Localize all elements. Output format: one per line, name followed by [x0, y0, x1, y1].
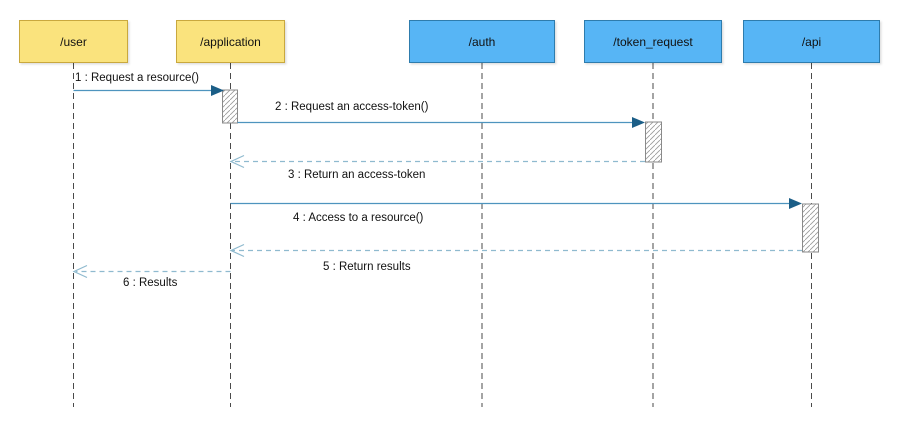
- actor-user: /user: [19, 20, 128, 63]
- message-6-label: 6 : Results: [123, 277, 178, 289]
- message-2-arrowhead: [632, 117, 645, 128]
- message-1-arrowhead: [211, 85, 224, 96]
- message-5-arrowhead: [229, 243, 245, 258]
- message-4-arrowhead: [789, 198, 802, 209]
- activation-application: [222, 89, 238, 124]
- message-5-label: 5 : Return results: [323, 261, 411, 273]
- message-3-label: 3 : Return an access-token: [288, 169, 426, 181]
- message-1-label: 1 : Request a resource(): [75, 72, 200, 84]
- message-3-arrowhead: [229, 154, 245, 169]
- actor-application: /application: [176, 20, 285, 63]
- activation-api: [802, 203, 819, 253]
- actor-token-request: /token_request: [584, 20, 722, 63]
- activation-token-request: [645, 121, 662, 163]
- lifelines: [73, 63, 812, 407]
- actor-api: /api: [743, 20, 880, 63]
- messages: [72, 85, 802, 279]
- message-2-label: 2 : Request an access-token(): [275, 101, 429, 113]
- message-4-label: 4 : Access to a resource(): [293, 212, 424, 224]
- message-6-arrowhead: [72, 264, 88, 279]
- activations: [222, 89, 819, 253]
- actor-auth: /auth: [409, 20, 555, 63]
